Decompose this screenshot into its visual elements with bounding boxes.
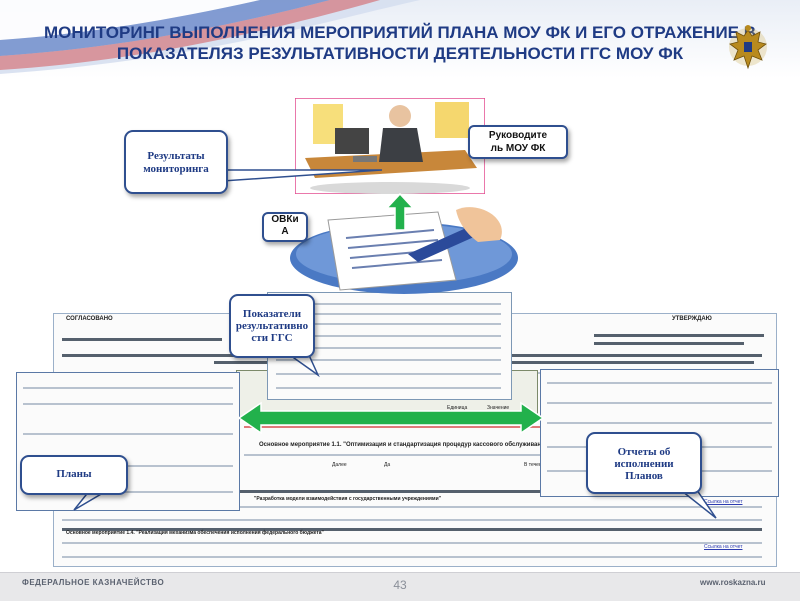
indicators-callout: Показатели результативно сти ГГС: [229, 294, 315, 358]
head-mou-fk-callout: Руководите ль МОУ ФК: [468, 125, 568, 159]
title-line-1: МОНИТОРИНГ ВЫПОЛНЕНИЯ МЕРОПРИЯТИЙ ПЛАНА …: [43, 23, 757, 42]
col-unit: Единица: [447, 405, 468, 411]
monitoring-results-callout: Результаты мониторинга: [124, 130, 228, 194]
page-title: МОНИТОРИНГ ВЫПОЛНЕНИЯ МЕРОПРИЯТИЙ ПЛАНА …: [14, 22, 786, 64]
slide-header: МОНИТОРИНГ ВЫПОЛНЕНИЯ МЕРОПРИЯТИЙ ПЛАНА …: [0, 0, 800, 78]
head-line-1: Руководите: [488, 130, 548, 141]
ovkia-line-1: ОВКи: [271, 214, 299, 225]
indicators-line-3: сти ГГС: [251, 332, 293, 344]
doc-row-3: Основное мероприятие 1.4. "Реализация ме…: [66, 530, 324, 536]
reports-callout: Отчеты об исполнении Планов: [586, 432, 702, 494]
arrow-left-right-icon: [237, 401, 545, 435]
head-line-2: ль МОУ ФК: [490, 143, 546, 154]
reports-line-2: исполнении: [614, 458, 674, 470]
page-number: 43: [393, 578, 407, 592]
doc-value-2: Да: [384, 462, 391, 468]
monitoring-results-line-1: Результаты: [147, 150, 205, 162]
manager-at-desk-illustration: [295, 98, 485, 194]
reports-line-1: Отчеты об: [617, 446, 671, 458]
footer-site-link[interactable]: www.roskazna.ru: [700, 578, 766, 587]
doc-link-2[interactable]: Ссылка на отчет: [704, 544, 743, 550]
double-headed-eagle-icon: [729, 25, 767, 70]
signing-document-illustration: [290, 207, 518, 294]
doc-link-1[interactable]: Ссылка на отчет: [704, 499, 743, 505]
agreed-label: СОГЛАСОВАНО: [66, 316, 113, 322]
indicators-line-2: результативно: [235, 320, 309, 332]
monitoring-results-line-2: мониторинга: [143, 163, 209, 175]
title-line-2: ПОКАЗАТЕЛЯЗ РЕЗУЛЬТАТИВНОСТИ ДЕЯТЕЛЬНОСТ…: [116, 44, 684, 63]
arrow-up-icon: [385, 192, 415, 231]
doc-row-2: "Разработка модели взаимодействия с госу…: [254, 496, 442, 502]
approved-label: УТВЕРЖДАЮ: [672, 316, 712, 322]
reports-line-3: Планов: [625, 470, 663, 482]
doc-value-1: Далее: [332, 462, 347, 468]
ovkia-callout: ОВКи А: [262, 212, 308, 242]
ovkia-line-2: А: [281, 226, 289, 237]
indicators-line-1: Показатели: [242, 308, 302, 320]
plans-callout: Планы: [20, 455, 128, 495]
plans-label: Планы: [56, 468, 92, 480]
doc-row-1: Основное мероприятие 1.1. "Оптимизация и…: [259, 442, 552, 448]
footer-org: ФЕДЕРАЛЬНОЕ КАЗНАЧЕЙСТВО: [22, 578, 165, 587]
col-value: Значение: [487, 405, 510, 411]
slide-footer: [0, 572, 800, 601]
russian-flag-band: [0, 0, 420, 74]
